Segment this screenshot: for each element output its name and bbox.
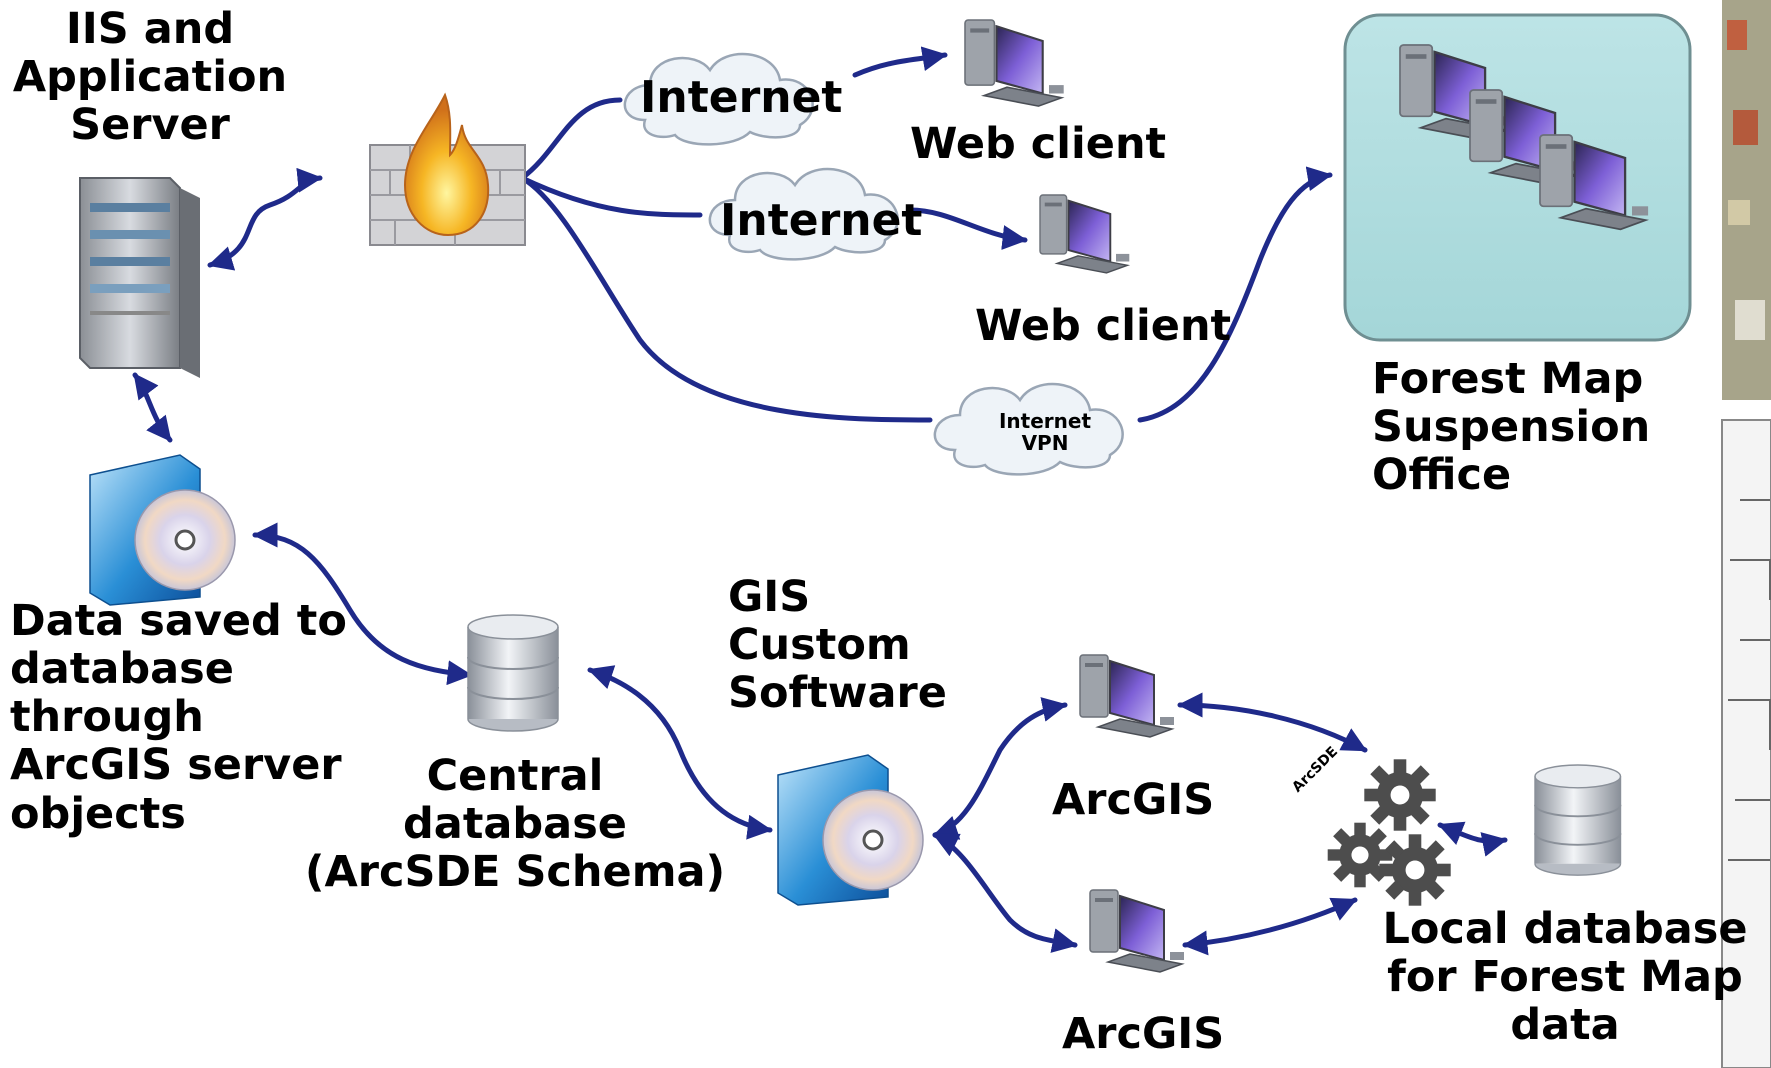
gis-custom-software-icon: [776, 753, 925, 907]
arcgis-computer-icon-1: [1079, 654, 1175, 738]
arcgis-server-software-icon: [88, 453, 237, 607]
internet-cloud-1: [623, 52, 814, 146]
web-client-2-label: Web client: [975, 301, 1232, 351]
connector-internet2-webclient2: [907, 207, 1028, 250]
connector-vpn-office: [1137, 166, 1333, 423]
connectors: [132, 46, 1508, 956]
arcgis-server-label: Data saved to database through ArcGIS se…: [10, 596, 347, 839]
arcsde-gears-icon: [1327, 759, 1451, 906]
connector-arcgis2-arcsde: [1182, 897, 1358, 956]
internet-cloud-2: [708, 167, 899, 261]
arcgis-computer-icon-2: [1089, 889, 1185, 973]
web-client-computer-icon-2: [1039, 194, 1131, 274]
vpn-cloud-label: Internet VPN: [998, 409, 1092, 455]
central-database-label: Central database (ArcSDE Schema): [304, 751, 726, 898]
local-database-icon: [1534, 764, 1622, 877]
connector-firewall-internet1: [519, 97, 623, 181]
internet-cloud-2-label: Internet: [720, 195, 923, 246]
web-client-computer-icon-1: [963, 18, 1065, 108]
connector-arcgisserver-centraldb: [252, 522, 473, 686]
connector-server-arcgisserver: [132, 372, 173, 443]
app-server-label: IIS and Application Server: [12, 4, 288, 151]
office-box: [1343, 13, 1692, 342]
office-label: Forest Map Suspension Office: [1372, 354, 1651, 501]
connector-internet1-webclient1: [852, 46, 948, 78]
local-database-label: Local database for Forest Map data: [1382, 904, 1748, 1051]
web-client-1-label: Web client: [910, 119, 1167, 169]
connector-centraldb-gissoftware: [587, 665, 773, 840]
background-map-strip: [1721, 0, 1771, 1068]
connector-server-firewall: [207, 167, 323, 271]
connector-arcgis1-arcsde: [1177, 692, 1368, 753]
vpn-cloud: [933, 382, 1124, 476]
connector-gissoftware-arcgis2: [932, 832, 1078, 953]
firewall-icon: [369, 92, 526, 246]
central-database-icon: [467, 614, 559, 732]
arcgis-2-label: ArcGIS: [1062, 1009, 1225, 1059]
server-tower-icon: [79, 177, 200, 378]
gis-software-label: GIS Custom Software: [728, 572, 947, 719]
arcgis-1-label: ArcGIS: [1052, 775, 1215, 825]
connector-firewall-vpn: [519, 175, 933, 423]
connector-gissoftware-arcgis1: [932, 697, 1068, 840]
connector-arcsde-localdb: [1437, 821, 1508, 857]
connector-firewall-internet2: [519, 175, 703, 218]
internet-cloud-1-label: Internet: [640, 72, 843, 123]
